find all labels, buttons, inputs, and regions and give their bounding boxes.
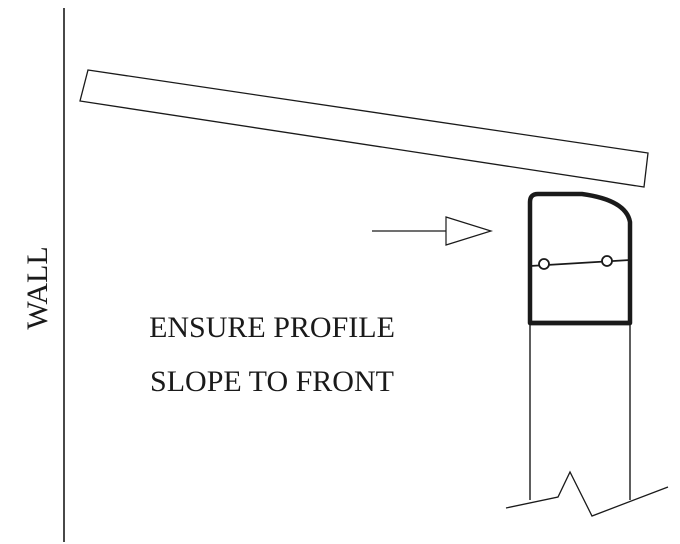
note-line-1: ENSURE PROFILE [149,311,395,344]
break-line [505,470,669,517]
fixing-right [601,255,613,267]
support-post [529,323,631,500]
frame-profile [527,191,633,326]
fixing-left [538,258,550,270]
wall-label: WALL [21,246,54,329]
sloped-roof-sheet [79,69,649,188]
note-line-2: SLOPE TO FRONT [150,365,394,398]
direction-arrow [372,216,494,246]
